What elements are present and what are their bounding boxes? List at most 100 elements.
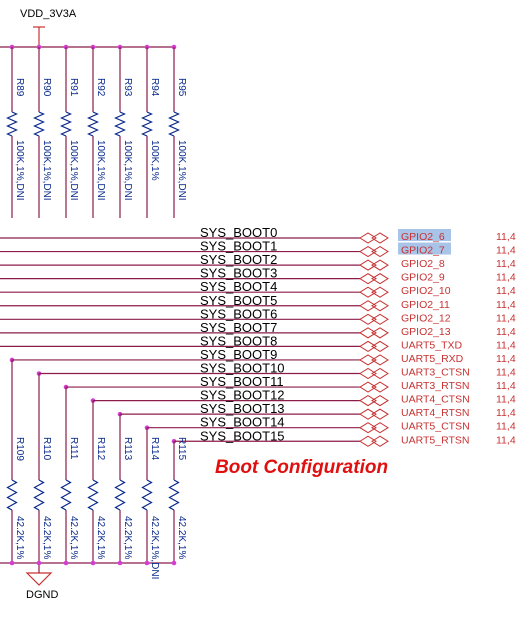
labels-layer: R89100K,1%,DNIR90100K,1%,DNIR91100K,1%,D… bbox=[14, 78, 516, 579]
pulldown-resistor-r110 bbox=[33, 479, 45, 511]
net-label: SYS_BOOT0 bbox=[200, 225, 277, 240]
pullup-ref-label: R92 bbox=[95, 78, 106, 97]
pulldown-value-label: 42.2K,1% bbox=[41, 516, 52, 559]
signal-label: UART3_CTSN bbox=[401, 367, 470, 379]
net-label: SYS_BOOT15 bbox=[200, 428, 285, 443]
page-reference: 11,4 bbox=[496, 367, 516, 379]
offpage-connector bbox=[359, 354, 389, 366]
page-reference: 11,4 bbox=[496, 231, 516, 243]
offpage-connector bbox=[359, 381, 389, 393]
offpage-connector bbox=[359, 435, 389, 447]
net-label: SYS_BOOT13 bbox=[200, 401, 285, 416]
power-label: VDD_3V3A bbox=[20, 8, 77, 20]
offpage-connector bbox=[359, 367, 389, 380]
page-reference: 11,4 bbox=[496, 272, 516, 284]
pulldown-value-label: 42.2K,1% bbox=[122, 516, 133, 559]
pulldown-value-label: 42.2K,1% bbox=[14, 516, 25, 559]
pullup-value-label: 100K,1%,DNI bbox=[14, 140, 25, 201]
page-reference: 11,4 bbox=[496, 394, 516, 406]
wires-layer bbox=[0, 44, 360, 573]
pullup-resistor-r94 bbox=[141, 111, 153, 137]
pulldown-resistor-r111 bbox=[60, 479, 72, 511]
junction-dot bbox=[144, 560, 150, 566]
offpage-connector bbox=[359, 327, 389, 339]
page-reference: 11,4 bbox=[496, 245, 516, 257]
pullup-resistor-r90 bbox=[33, 111, 45, 137]
pulldown-value-label: 42.2K,1%,DNI bbox=[149, 516, 160, 579]
pulldown-value-label: 42.2K,1% bbox=[68, 516, 79, 559]
signal-label: UART3_RTSN bbox=[401, 380, 469, 392]
pulldown-ref-label: R113 bbox=[122, 437, 133, 461]
offpage-connector bbox=[359, 286, 389, 298]
net-label: SYS_BOOT1 bbox=[200, 239, 277, 254]
pullup-ref-label: R94 bbox=[149, 78, 160, 97]
pulldown-ref-label: R111 bbox=[68, 437, 79, 460]
net-label: SYS_BOOT2 bbox=[200, 252, 277, 267]
net-label: SYS_BOOT3 bbox=[200, 266, 277, 281]
pullup-resistor-r89 bbox=[6, 111, 18, 137]
net-label: SYS_BOOT10 bbox=[200, 361, 285, 376]
pulldown-resistor-r115 bbox=[168, 479, 180, 511]
offpage-connector bbox=[359, 300, 389, 312]
pullup-value-label: 100K,1%,DNI bbox=[122, 140, 133, 201]
signal-label: GPIO2_9 bbox=[401, 272, 445, 284]
junction-dot bbox=[63, 560, 69, 566]
pulldown-value-label: 42.2K,1% bbox=[95, 516, 106, 559]
pullup-ref-label: R91 bbox=[68, 78, 79, 97]
signal-label: GPIO2_7 bbox=[401, 245, 445, 257]
pulldown-resistor-r109 bbox=[6, 479, 18, 511]
pulldown-ref-label: R112 bbox=[95, 437, 106, 461]
pullup-resistor-r92 bbox=[87, 111, 99, 137]
pullup-value-label: 100K,1%,DNI bbox=[176, 140, 187, 201]
pulldown-ref-label: R115 bbox=[176, 437, 187, 461]
page-reference: 11,4 bbox=[496, 434, 516, 446]
net-label: SYS_BOOT5 bbox=[200, 293, 277, 308]
offpage-connector bbox=[359, 232, 389, 244]
signal-label: GPIO2_8 bbox=[401, 258, 445, 270]
pullup-value-label: 100K,1%,DNI bbox=[95, 140, 106, 201]
offpage-connector bbox=[359, 408, 389, 420]
net-label: SYS_BOOT12 bbox=[200, 388, 285, 403]
pullup-resistor-r93 bbox=[114, 111, 126, 137]
signal-label: GPIO2_12 bbox=[401, 312, 451, 324]
pulldown-resistor-r112 bbox=[87, 479, 99, 511]
offpage-connector bbox=[359, 259, 389, 271]
signal-label: GPIO2_10 bbox=[401, 285, 451, 297]
offpage-connector bbox=[359, 245, 389, 258]
pulldown-resistor-r114 bbox=[141, 479, 153, 511]
pullup-ref-label: R90 bbox=[41, 78, 52, 97]
page-reference: 11,4 bbox=[496, 258, 516, 270]
offpage-connector bbox=[359, 313, 389, 325]
pullup-value-label: 100K,1% bbox=[149, 140, 160, 181]
pulldown-ref-label: R109 bbox=[14, 437, 25, 461]
page-reference: 11,4 bbox=[496, 299, 516, 311]
pullup-ref-label: R95 bbox=[176, 78, 187, 97]
signal-label: GPIO2_11 bbox=[401, 299, 450, 311]
pulldown-ref-label: R114 bbox=[149, 437, 160, 461]
pullup-resistor-r91 bbox=[60, 111, 72, 137]
signal-label: UART5_RXD bbox=[401, 353, 464, 365]
pullup-value-label: 100K,1%,DNI bbox=[68, 140, 79, 201]
net-label: SYS_BOOT9 bbox=[200, 347, 277, 362]
page-reference: 11,4 bbox=[496, 380, 516, 392]
page-reference: 11,4 bbox=[496, 326, 516, 338]
signal-label: UART5_TXD bbox=[401, 339, 462, 351]
junction-dot bbox=[9, 560, 15, 566]
pulldown-ref-label: R110 bbox=[41, 437, 52, 461]
ground-label: DGND bbox=[26, 589, 58, 601]
signal-label: UART4_RTSN bbox=[401, 407, 469, 419]
net-label: SYS_BOOT6 bbox=[200, 306, 277, 321]
pullup-resistor-r95 bbox=[168, 111, 180, 137]
junction-dot bbox=[117, 560, 123, 566]
offpage-connector bbox=[359, 273, 389, 285]
power-symbol: VDD_3V3A bbox=[20, 8, 77, 47]
signal-label: GPIO2_13 bbox=[401, 326, 451, 338]
page-reference: 11,4 bbox=[496, 421, 516, 433]
ground-symbol: DGND bbox=[25, 572, 58, 601]
net-label: SYS_BOOT11 bbox=[200, 374, 284, 389]
selection-highlight bbox=[398, 229, 451, 241]
signal-label: GPIO2_6 bbox=[401, 231, 445, 243]
pullup-value-label: 100K,1%,DNI bbox=[41, 140, 52, 201]
page-reference: 11,4 bbox=[496, 353, 516, 365]
